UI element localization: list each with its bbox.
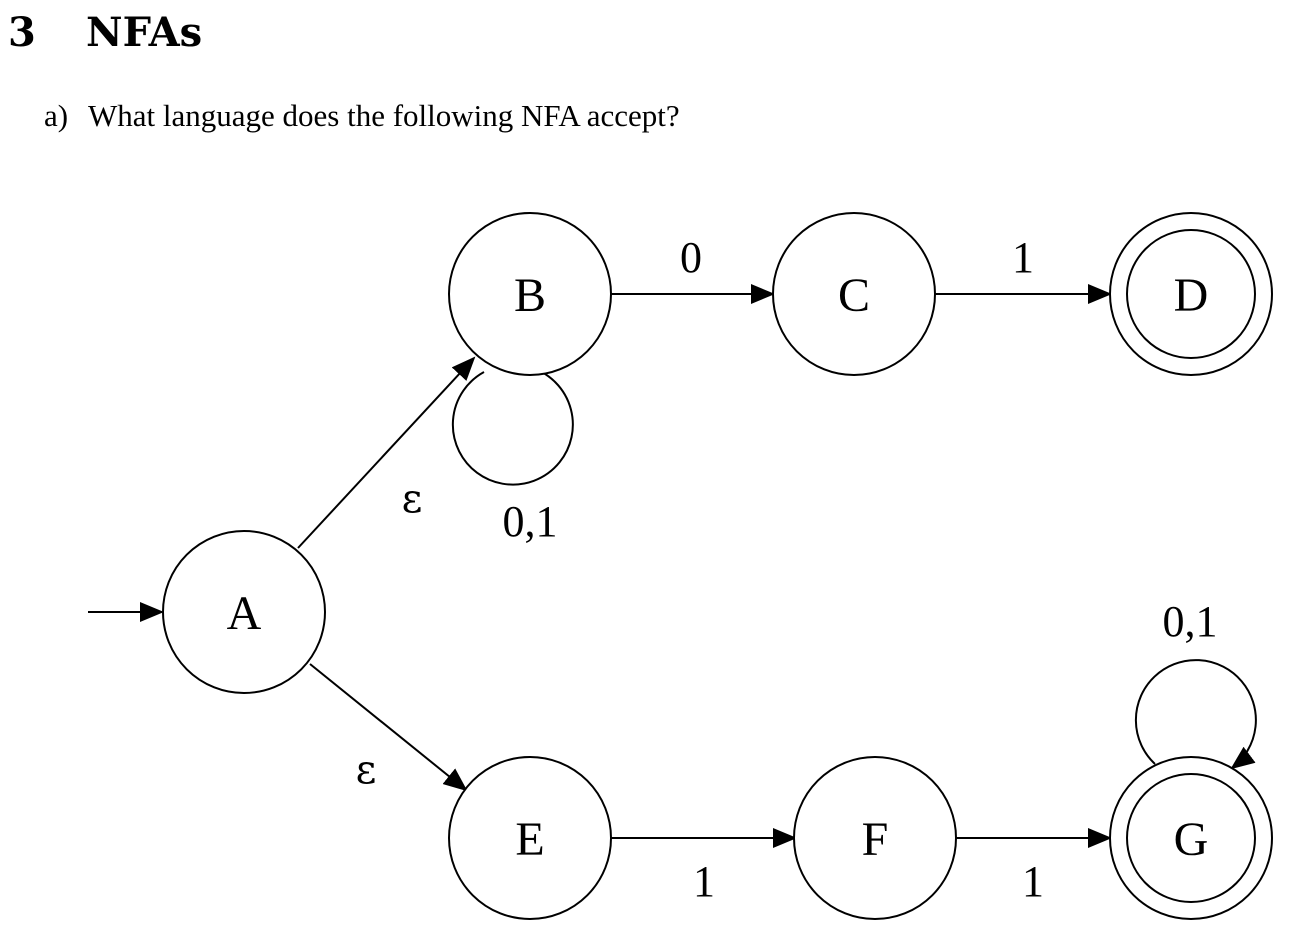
question-text: What language does the following NFA acc… <box>88 98 680 133</box>
state-d: D <box>1109 212 1273 376</box>
transition-a-b-label: ε <box>402 476 423 522</box>
state-a-label: A <box>227 587 262 640</box>
transition-f-g-label: 1 <box>1022 857 1044 906</box>
transition-e-f-label: 1 <box>693 857 715 906</box>
transition-g-g-label: 0,1 <box>1163 597 1218 646</box>
state-a: A <box>162 530 326 694</box>
question: a) What language does the following NFA … <box>44 96 680 136</box>
state-d-label: D <box>1174 269 1209 322</box>
section-title: NFAs <box>86 8 203 56</box>
question-label: a) <box>44 98 69 133</box>
transition-b-b <box>451 351 574 486</box>
transition-a-e-label: ε <box>356 747 377 793</box>
transition-a-b <box>297 356 476 549</box>
state-e: E <box>448 756 612 920</box>
state-g-label: G <box>1174 813 1209 866</box>
state-f: F <box>793 756 957 920</box>
transition-a-e <box>309 663 468 792</box>
transition-g-g <box>1134 659 1257 770</box>
transition-c-d-label: 1 <box>1012 233 1034 282</box>
state-b: B <box>448 212 612 376</box>
section-number: 3 <box>8 8 36 56</box>
state-c-label: C <box>838 269 870 322</box>
state-e-label: E <box>515 813 544 866</box>
state-c: C <box>772 212 936 376</box>
state-b-label: B <box>514 269 546 322</box>
transition-b-b-label: 0,1 <box>503 497 558 546</box>
section-heading: 3 NFAs <box>8 4 202 60</box>
state-g: G <box>1109 756 1273 920</box>
state-f-label: F <box>862 813 889 866</box>
transition-b-c-label: 0 <box>680 233 702 282</box>
